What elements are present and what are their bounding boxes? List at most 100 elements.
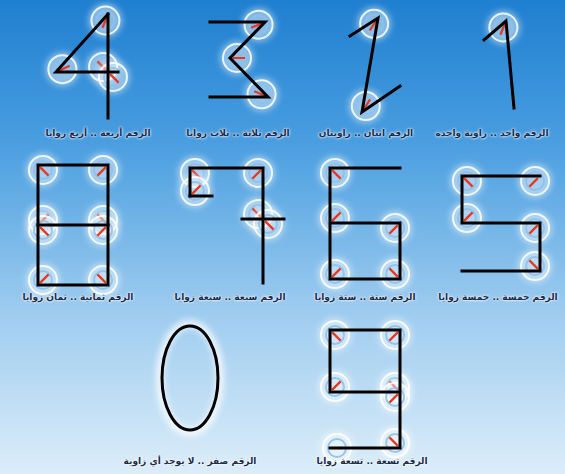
- digit-caption: الرقم ثلاثة .. ثلاث زوايا: [186, 128, 289, 138]
- angle-glow: [318, 156, 352, 190]
- digit-stroke: [190, 168, 263, 283]
- angle-ring: [321, 204, 349, 232]
- angle-glow: [378, 211, 412, 245]
- angle-glow: [251, 207, 285, 241]
- angle-ring: [245, 11, 273, 39]
- angle-mark: [252, 170, 260, 178]
- digit-glow: [160, 324, 220, 432]
- digit-caption: الرقم خمسة .. خمسة زوايا: [438, 292, 557, 302]
- angle-ring: [89, 216, 117, 244]
- angle-mark: [110, 74, 118, 82]
- digit-caption: الرقم اثنان .. زاويتان: [319, 128, 413, 138]
- angle-glow: [26, 153, 60, 187]
- angle-mark: [332, 332, 340, 340]
- angle-mark: [389, 225, 397, 233]
- angle-glow: [88, 4, 122, 38]
- angle-mark: [464, 212, 472, 220]
- digit-stroke: [38, 165, 108, 285]
- angle-ring: [253, 85, 271, 103]
- angle-glow: [220, 41, 254, 75]
- angle-glow: [378, 318, 412, 352]
- digit-stroke: [56, 14, 118, 72]
- angle-glow: [378, 426, 412, 460]
- angle-mark: [40, 167, 48, 175]
- angle-ring: [321, 260, 349, 288]
- digit-stroke: [242, 218, 284, 221]
- angle-ring: [254, 210, 282, 238]
- digit-stroke: [107, 14, 110, 118]
- angle-glow: [86, 153, 120, 187]
- angle-glow: [241, 156, 275, 190]
- angle-glow: [318, 201, 352, 235]
- digit-caption: الرقم تسعة .. تسعة زوايا: [316, 456, 427, 466]
- angle-glow: [26, 213, 60, 247]
- angle-ring: [96, 12, 114, 30]
- angle-mark: [40, 274, 48, 282]
- angle-ring: [244, 159, 272, 187]
- angle-glow: [242, 8, 276, 42]
- angle-mark: [97, 227, 105, 235]
- angle-glow: [86, 213, 120, 247]
- angle-mark: [233, 57, 245, 59]
- digit-caption: الرقم سبعة .. سبعة زوايا: [174, 292, 285, 302]
- digit-caption: الرقم صفر .. لا يوجد أي زاوية: [124, 456, 257, 466]
- angle-glow: [518, 249, 552, 283]
- angle-glow: [178, 174, 212, 208]
- angle-ring: [89, 266, 117, 294]
- angle-ring: [453, 167, 481, 195]
- angle-mark: [97, 274, 105, 282]
- angle-glow: [245, 77, 279, 111]
- angle-ring: [321, 373, 349, 401]
- angle-ring: [381, 321, 409, 349]
- angle-mark: [192, 185, 200, 193]
- angle-glows: [26, 4, 552, 465]
- angle-ring: [99, 63, 127, 91]
- angle-mark: [332, 268, 340, 276]
- angle-mark: [265, 221, 273, 229]
- angle-mark: [389, 332, 397, 340]
- digit-caption: الرقم ثمانية .. ثمان زوايا: [23, 292, 134, 302]
- angle-ring: [521, 252, 549, 280]
- angle-ring: [321, 159, 349, 187]
- angle-glow: [450, 164, 484, 198]
- angle-mark: [40, 227, 48, 235]
- angle-ring: [521, 167, 549, 195]
- angle-ring: [521, 214, 549, 242]
- angle-ring: [48, 55, 76, 83]
- angle-ring: [489, 13, 517, 41]
- angle-ring: [29, 156, 57, 184]
- angle-mark: [464, 178, 472, 186]
- angle-mark: [529, 225, 537, 233]
- angle-mark: [332, 170, 340, 178]
- angle-ring: [381, 214, 409, 242]
- digit-stroke: [484, 21, 514, 108]
- angle-ring: [29, 216, 57, 244]
- angle-glow: [86, 263, 120, 297]
- angle-ring: [381, 429, 409, 457]
- angle-ring: [91, 7, 119, 35]
- angle-glow: [518, 164, 552, 198]
- angle-glow: [378, 380, 412, 414]
- angle-mark: [529, 178, 537, 186]
- digit-stroke: [162, 326, 218, 430]
- angle-ring: [181, 177, 209, 205]
- angle-ring: [89, 156, 117, 184]
- angle-ring: [381, 383, 409, 411]
- angle-ring: [248, 80, 276, 108]
- digit-caption: الرقم أربعة .. أربع زوايا: [46, 128, 151, 138]
- angle-ring: [321, 321, 349, 349]
- angle-glow: [318, 257, 352, 291]
- digit-strokes: [38, 14, 540, 448]
- digit-stroke: [38, 224, 108, 227]
- digit-stroke: [210, 22, 268, 97]
- digit-stroke: [330, 330, 400, 448]
- angle-mark: [389, 268, 397, 276]
- angle-mark: [529, 260, 537, 268]
- digit-stroke: [350, 18, 400, 112]
- digit-stroke: [330, 168, 400, 279]
- angle-glow: [45, 52, 79, 86]
- digit-caption: الرقم ستة .. ستة زوايا: [315, 292, 416, 302]
- angle-glow: [318, 318, 352, 352]
